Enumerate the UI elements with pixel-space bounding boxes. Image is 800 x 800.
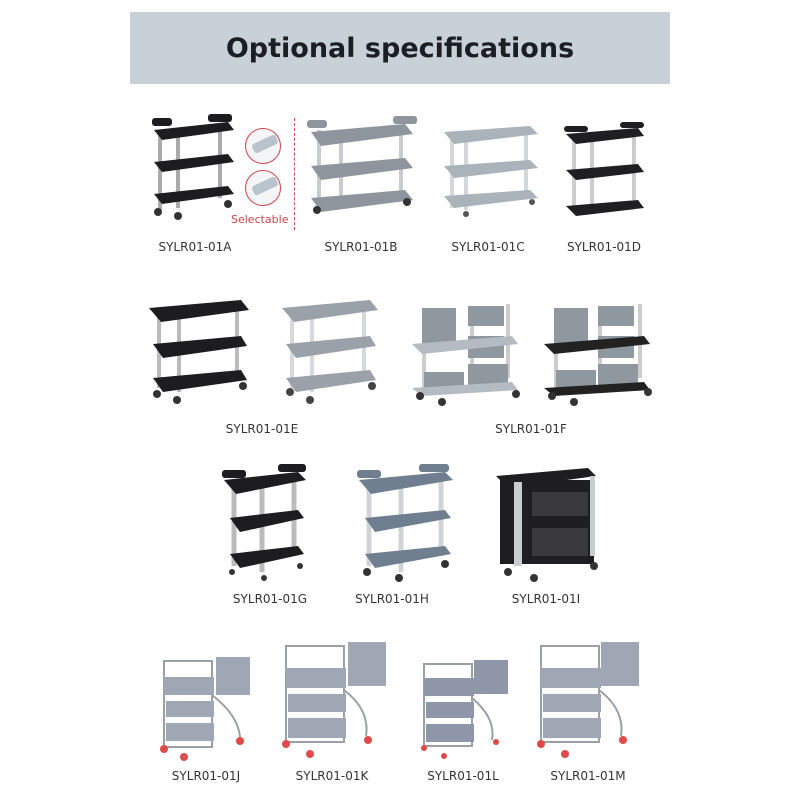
product-label-e: SYLR01-01E — [225, 422, 299, 436]
cart-image-j — [160, 657, 250, 761]
product-label-j: SYLR01-01J — [171, 769, 241, 783]
cart-image-l — [421, 660, 508, 759]
option-detail-circle-1 — [245, 128, 281, 164]
product-label-a: SYLR01-01A — [158, 240, 232, 254]
dashed-divider — [294, 118, 295, 230]
product-label-f: SYLR01-01F — [495, 422, 567, 436]
product-label-d: SYLR01-01D — [566, 240, 642, 254]
product-label-m: SYLR01-01M — [550, 769, 626, 783]
header-banner: Optional specifications — [130, 12, 670, 84]
selectable-label: Selectable — [231, 213, 289, 226]
product-label-h: SYLR01-01H — [355, 592, 429, 606]
cart-image-a — [152, 114, 234, 220]
product-label-c: SYLR01-01C — [451, 240, 525, 254]
product-label-l: SYLR01-01L — [427, 769, 499, 783]
cart-image-h — [357, 464, 453, 582]
product-label-b: SYLR01-01B — [324, 240, 398, 254]
cart-image-b — [307, 116, 417, 214]
product-label-i: SYLR01-01I — [511, 592, 581, 606]
cart-image-f-black — [544, 304, 652, 406]
cart-image-m — [537, 642, 639, 758]
cart-image-g — [222, 464, 306, 581]
cart-image-i — [496, 468, 598, 582]
page-title: Optional specifications — [225, 32, 575, 64]
cart-image-e-black — [149, 300, 249, 404]
cart-image-k — [282, 642, 386, 758]
cart-image-f-grey — [412, 304, 520, 406]
cart-image-c — [444, 126, 538, 217]
product-label-g: SYLR01-01G — [232, 592, 308, 606]
cart-image-d — [564, 122, 644, 216]
option-detail-circle-2 — [245, 170, 281, 206]
product-label-k: SYLR01-01K — [295, 769, 369, 783]
cart-image-e-grey — [282, 300, 378, 404]
